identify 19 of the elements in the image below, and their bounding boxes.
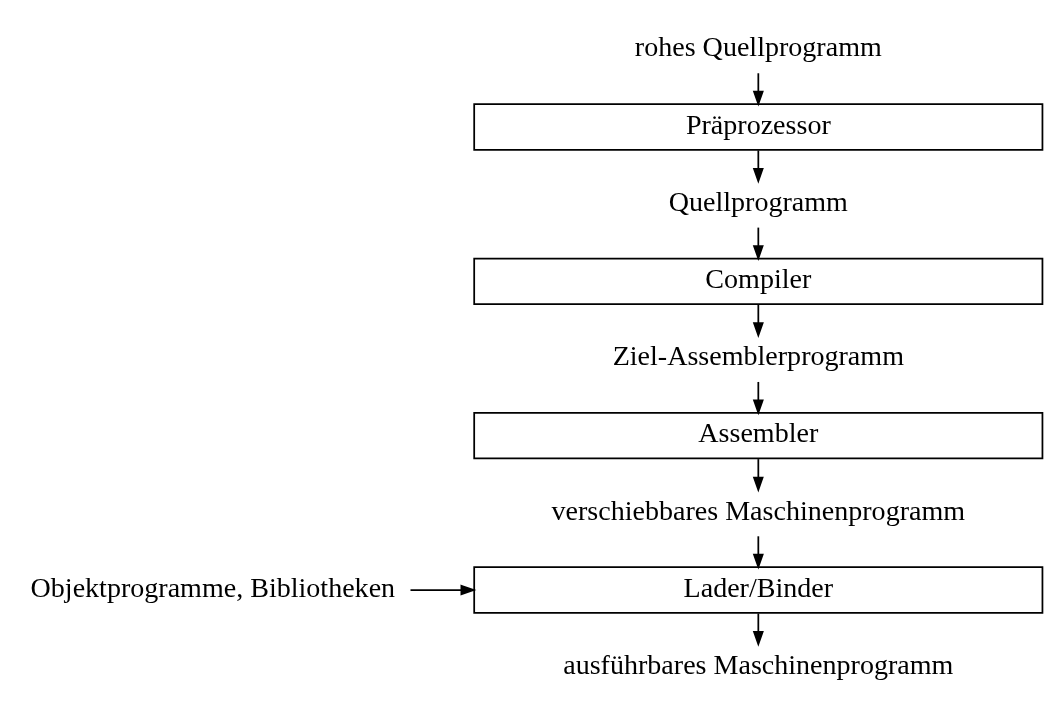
node-box: Präprozessor [473, 103, 1044, 151]
arrow [409, 584, 477, 596]
node-box: Assembler [473, 412, 1044, 460]
node-text: verschiebbares Maschinenprogramm [551, 494, 966, 526]
arrow [752, 226, 764, 261]
arrow [752, 535, 764, 570]
arrow [752, 72, 764, 107]
arrow [752, 612, 764, 647]
node-text: Quellprogramm [668, 185, 848, 217]
node-text: ausführbares Maschinenprogramm [563, 648, 954, 680]
node-box: Lader/Binder [473, 566, 1044, 614]
node-box: Compiler [473, 257, 1044, 305]
node-text: Ziel-Assemblerprogramm [612, 340, 904, 372]
arrow [752, 149, 764, 184]
node-text: Objektprogramme, Bibliotheken [30, 571, 396, 603]
node-text: rohes Quellprogramm [634, 31, 882, 63]
arrow [752, 458, 764, 493]
arrow [752, 381, 764, 416]
arrow [752, 303, 764, 339]
